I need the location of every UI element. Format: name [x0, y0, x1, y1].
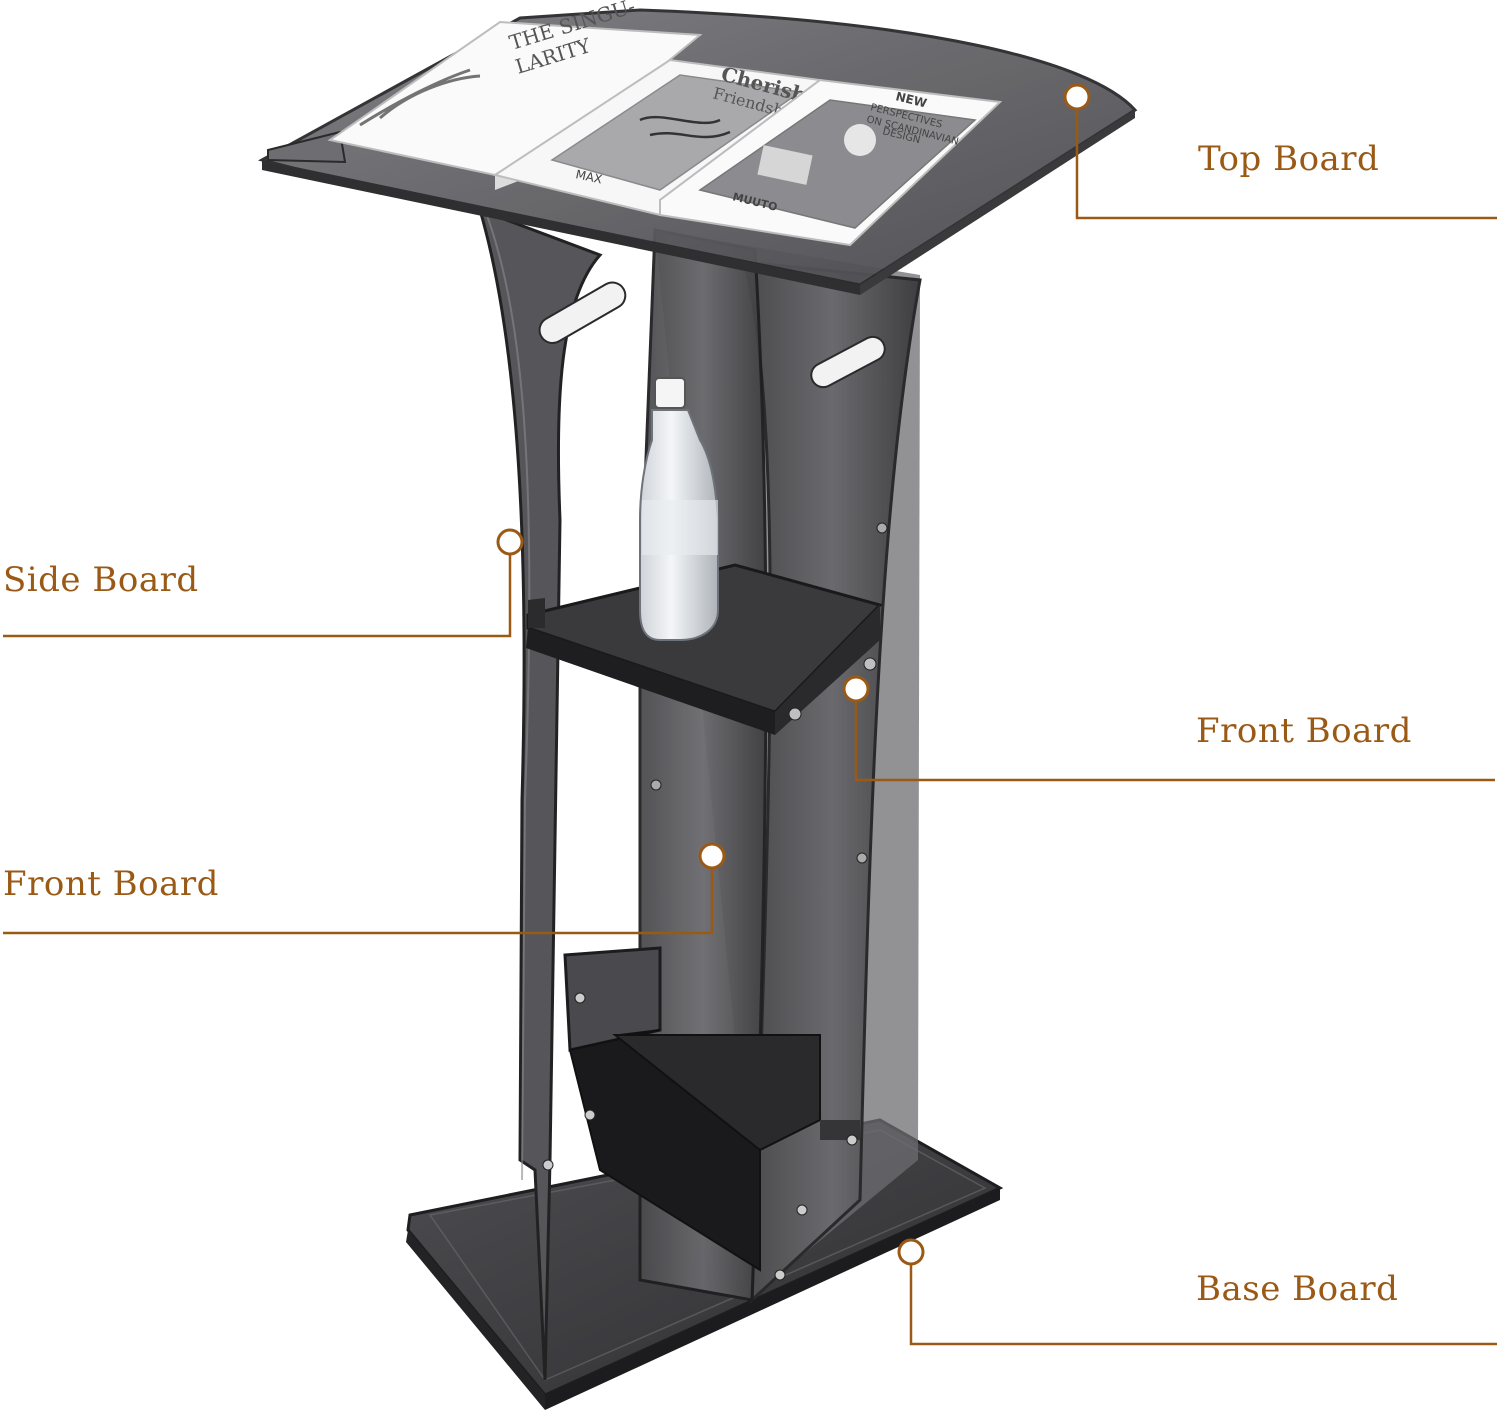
book-new-perspectives: NEW PERSPECTIVES ON SCANDINAVIAN DESIGN … — [659, 78, 1003, 247]
callout-side-board-leader — [3, 528, 524, 638]
middle-shelf — [526, 563, 883, 735]
callout-top-board-leader — [1063, 83, 1497, 220]
book2-footer: MAX — [574, 167, 603, 186]
callout-front-board-left-leader — [3, 842, 726, 935]
callout-base-board-leader — [897, 1238, 1497, 1346]
label-top-board: Top Board — [1198, 139, 1380, 179]
label-front-board-right: Front Board — [1196, 711, 1412, 751]
lower-shelf-holder — [542, 946, 860, 1281]
water-bottle — [639, 377, 719, 641]
callout-front-board-right-leader — [842, 675, 1495, 782]
label-side-board: Side Board — [3, 560, 199, 600]
left-side-board — [477, 207, 627, 1381]
label-front-board-left: Front Board — [3, 864, 219, 904]
label-base-board: Base Board — [1196, 1269, 1399, 1309]
